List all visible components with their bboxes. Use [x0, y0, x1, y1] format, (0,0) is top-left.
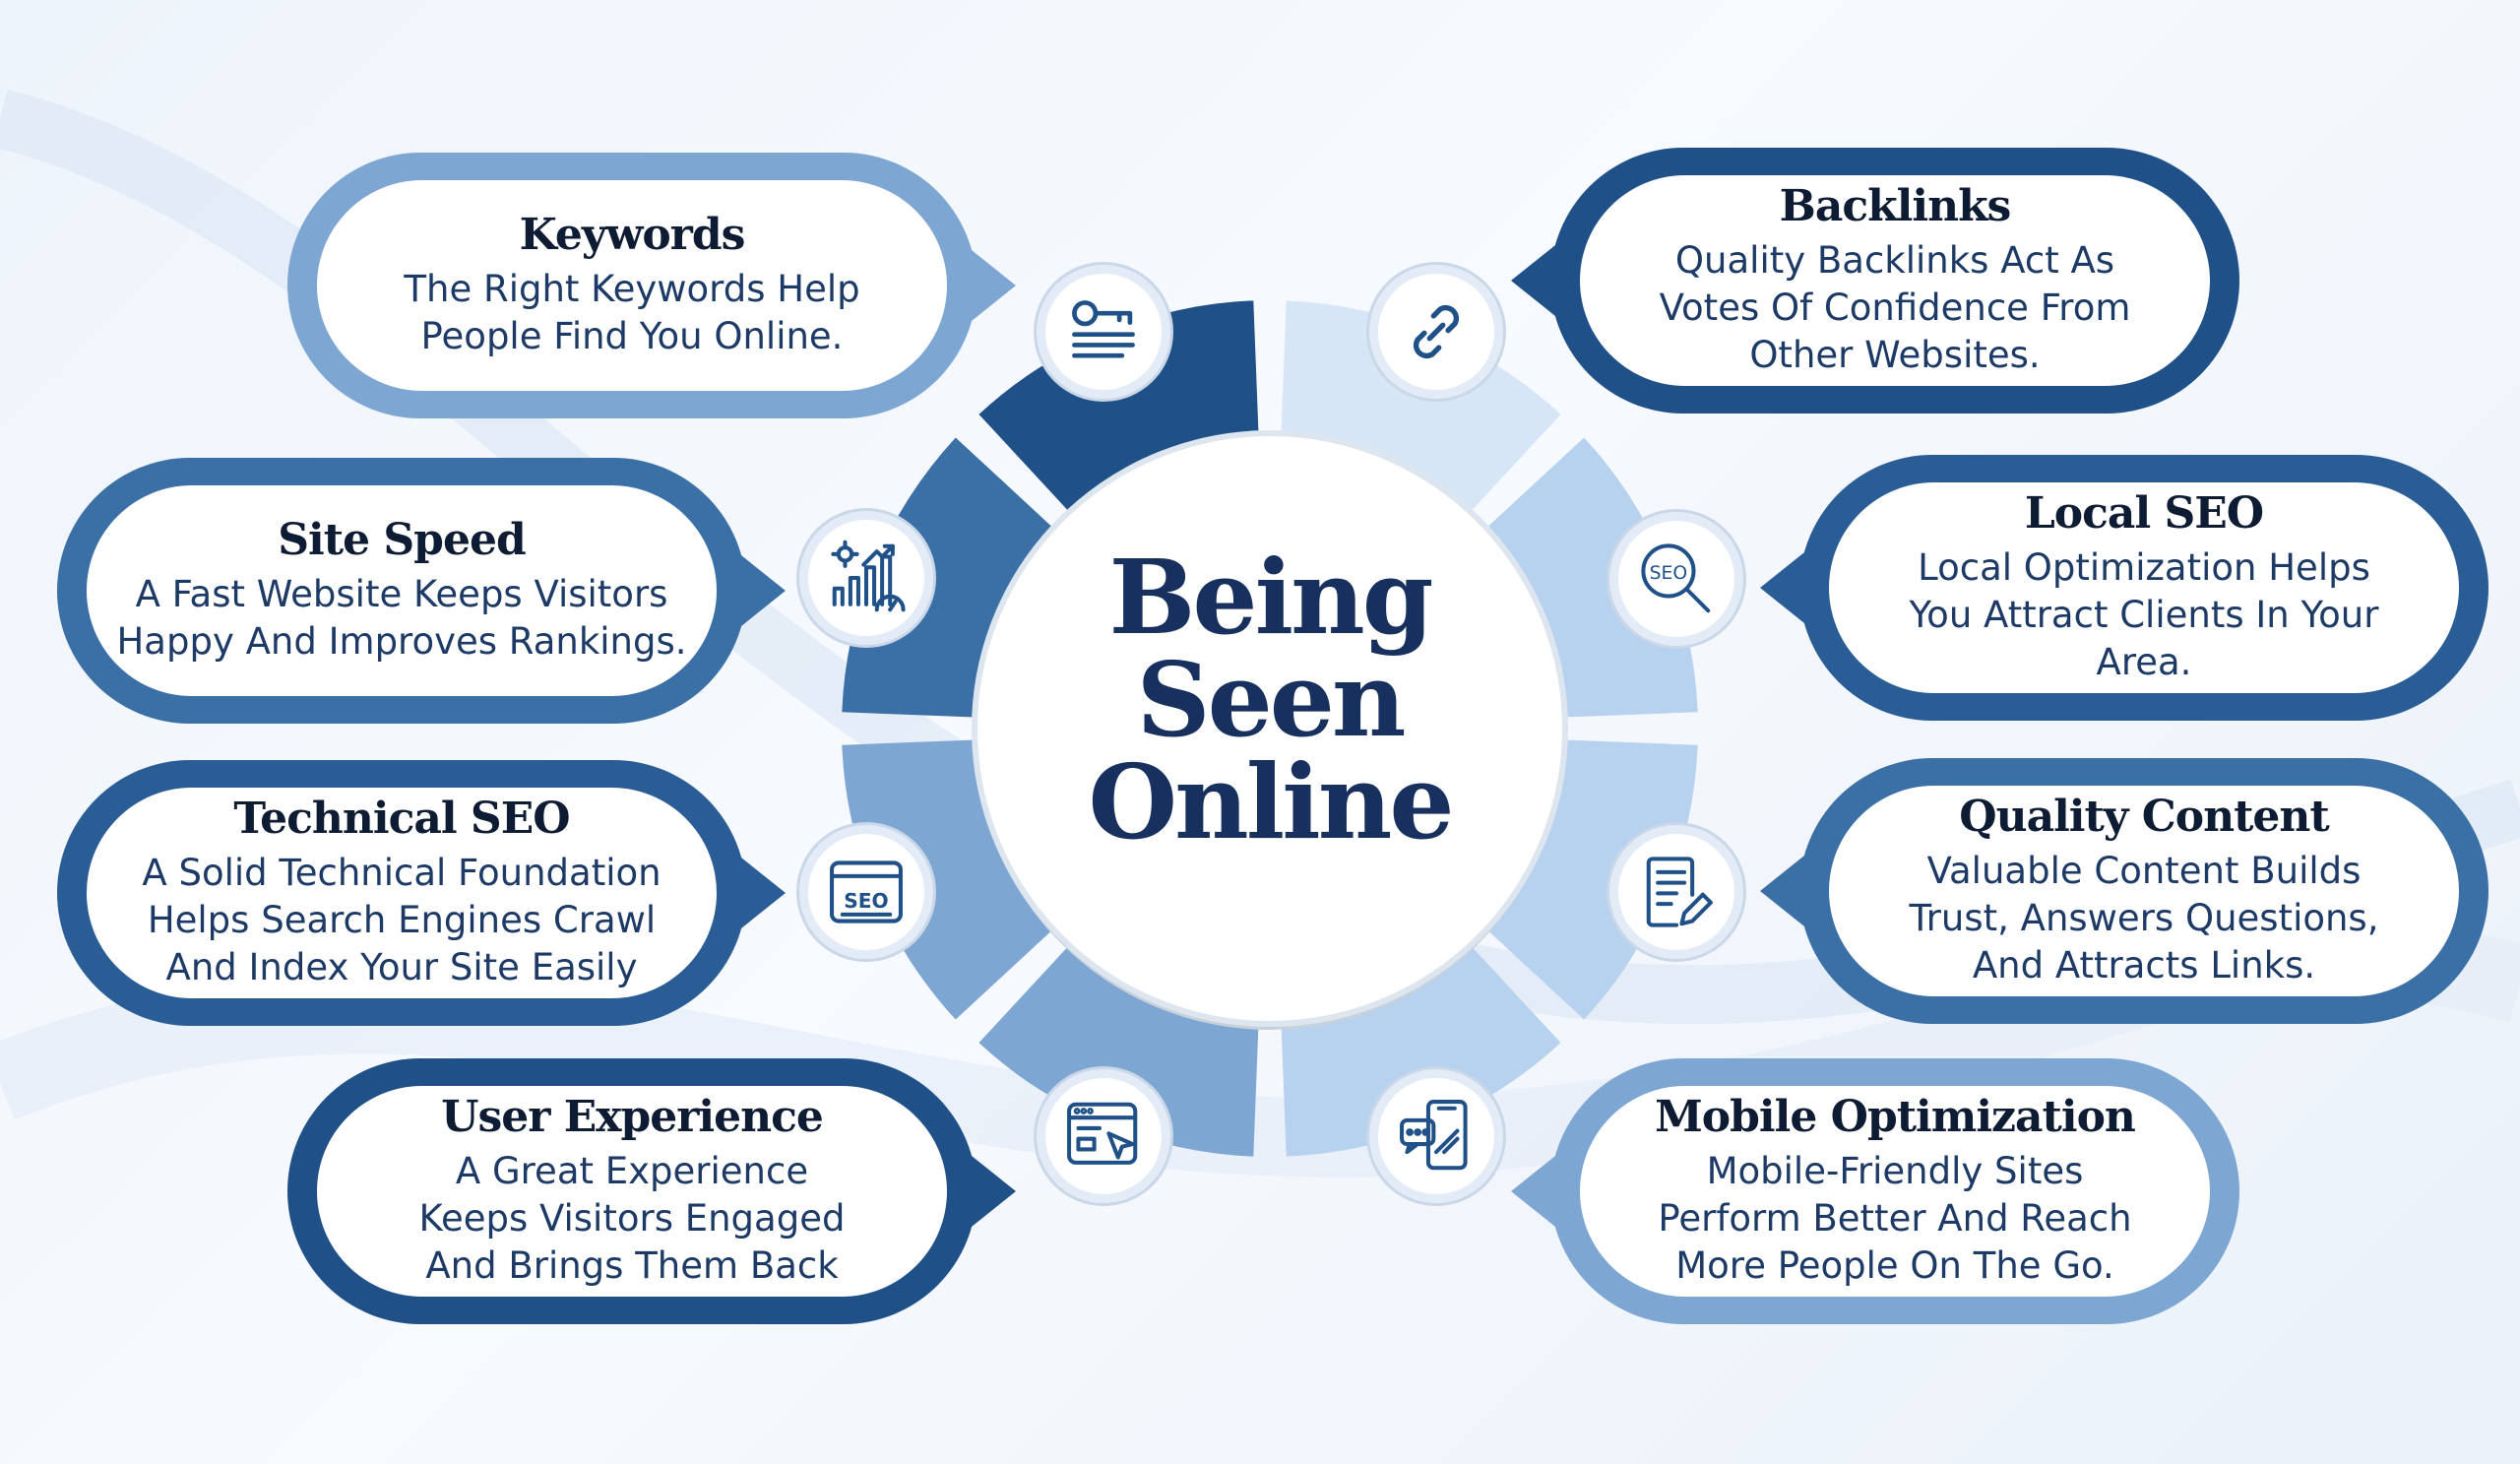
callout-technical-seo-line-1: A Solid Technical Foundation [142, 852, 662, 895]
callout-user-experience: User Experience A Great Experience Keeps… [287, 1058, 1016, 1324]
speed-chart-icon [799, 511, 933, 645]
callout-quality-content-title: Quality Content [1959, 791, 2329, 842]
svg-text:SEO: SEO [844, 889, 888, 913]
callout-site-speed-title: Site Speed [278, 514, 526, 565]
callout-local-seo-line-1: Local Optimization Helps [1918, 546, 2370, 590]
svg-text:SEO: SEO [1650, 563, 1688, 584]
center-title-line-1: Being [1108, 537, 1434, 658]
callout-keywords-title: Keywords [519, 209, 746, 260]
callout-site-speed-line-2: Happy And Improves Rankings. [116, 620, 687, 664]
ring-segment [1479, 739, 1698, 1020]
ring-segment [978, 300, 1259, 520]
callout-technical-seo-line-3: And Index Your Site Easily [165, 946, 638, 989]
callout-quality-content-line-3: And Attracts Links. [1972, 944, 2316, 987]
callout-keywords: Keywords The Right Keywords Help People … [287, 153, 1016, 418]
callout-backlinks-shape [1511, 148, 2239, 414]
callout-keywords-line-1: The Right Keywords Help [404, 268, 860, 311]
document-edit-icon [1609, 825, 1743, 959]
seo-browser-icon: SEO [799, 825, 933, 959]
callout-backlinks-line-2: Votes Of Confidence From [1659, 286, 2131, 330]
browser-cursor-icon [1037, 1069, 1170, 1203]
center-circle [972, 430, 1568, 1027]
callout-keywords-line-2: People Find You Online. [420, 315, 844, 358]
callout-user-experience-shape [287, 1058, 1016, 1324]
callout-mobile-optimization-title: Mobile Optimization [1655, 1091, 2136, 1142]
callout-mobile-optimization-line-1: Mobile-Friendly Sites [1706, 1150, 2084, 1193]
center-title-line-2: Seen [1136, 639, 1406, 760]
callout-site-speed-line-1: A Fast Website Keeps Visitors [135, 573, 668, 616]
ring-segment [1281, 300, 1561, 520]
ring-segment [1479, 437, 1698, 718]
center-title: Being Seen Online [984, 546, 1555, 854]
callout-quality-content-shape [1760, 758, 2488, 1024]
seo-magnifier-icon: SEO [1609, 512, 1743, 646]
callout-site-speed: Site Speed A Fast Website Keeps Visitors… [57, 458, 786, 724]
mobile-chat-icon [1369, 1069, 1503, 1203]
callout-technical-seo-line-2: Helps Search Engines Crawl [147, 899, 657, 942]
callout-mobile-optimization-shape [1511, 1058, 2239, 1324]
ring-segment [978, 937, 1259, 1157]
callout-backlinks-title: Backlinks [1779, 180, 2012, 231]
callout-backlinks: Backlinks Quality Backlinks Act As Votes… [1511, 148, 2239, 414]
callout-technical-seo-title: Technical SEO [233, 793, 570, 844]
callout-user-experience-line-1: A Great Experience [455, 1150, 809, 1193]
callout-user-experience-line-3: And Brings Them Back [425, 1244, 839, 1288]
center-title-line-3: Online [1088, 741, 1454, 862]
callout-quality-content: Quality Content Valuable Content Builds … [1760, 758, 2488, 1024]
callout-backlinks-line-3: Other Websites. [1749, 334, 2041, 377]
key-icon [1037, 265, 1170, 399]
callout-local-seo-title: Local SEO [2024, 487, 2264, 539]
callout-local-seo: Local SEO Local Optimization Helps You A… [1760, 455, 2488, 721]
callout-local-seo-shape [1760, 455, 2488, 721]
callout-backlinks-line-1: Quality Backlinks Act As [1674, 239, 2115, 283]
ring-segment [1281, 937, 1561, 1157]
callout-site-speed-shape [57, 458, 786, 724]
ring-segment [842, 437, 1061, 718]
ring-segment [842, 739, 1061, 1020]
callout-mobile-optimization-line-3: More People On The Go. [1675, 1244, 2114, 1288]
callout-quality-content-line-2: Trust, Answers Questions, [1909, 897, 2379, 940]
callout-technical-seo: Technical SEO A Solid Technical Foundati… [57, 760, 786, 1026]
callout-local-seo-line-3: Area. [2096, 641, 2192, 684]
callout-local-seo-line-2: You Attract Clients In Your [1909, 594, 2379, 637]
callout-user-experience-line-2: Keeps Visitors Engaged [418, 1197, 846, 1241]
link-icon [1369, 265, 1503, 399]
callout-mobile-optimization: Mobile Optimization Mobile-Friendly Site… [1511, 1058, 2239, 1324]
callout-user-experience-title: User Experience [441, 1091, 824, 1142]
callout-quality-content-line-1: Valuable Content Builds [1926, 850, 2362, 893]
callout-keywords-shape [287, 153, 1016, 418]
callout-mobile-optimization-line-2: Perform Better And Reach [1658, 1197, 2132, 1241]
callout-technical-seo-shape [57, 760, 786, 1026]
